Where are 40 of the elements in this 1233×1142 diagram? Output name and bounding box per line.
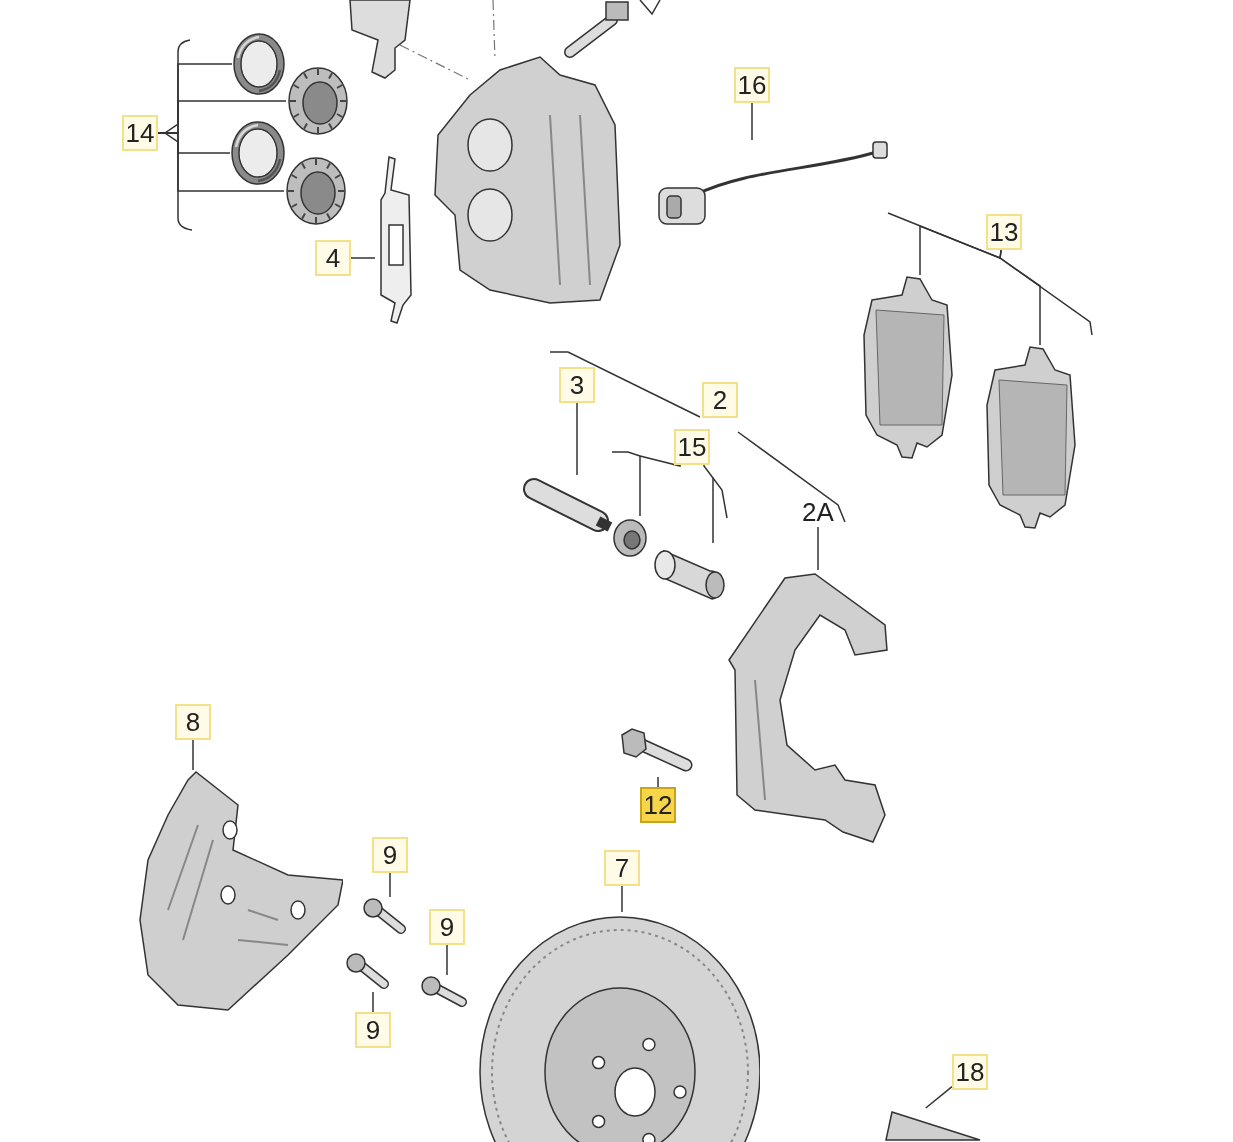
callout-number: 2A [798, 497, 838, 527]
leader-line [919, 224, 1002, 276]
screw-drawing [420, 975, 468, 1010]
callout-number: 3 [559, 367, 595, 403]
brake-pad-drawing [862, 275, 954, 460]
leader-line [576, 402, 578, 476]
leader-line [703, 464, 714, 544]
leader-line [192, 739, 194, 771]
callout-number: 9 [355, 1012, 391, 1048]
callout-number: 13 [986, 214, 1022, 250]
leader-line [389, 872, 391, 898]
leader-line [751, 102, 753, 141]
seal-ring-drawing [230, 120, 286, 186]
seal-ring-drawing [232, 32, 286, 96]
leader-line [817, 526, 819, 571]
callout-number: 9 [372, 837, 408, 873]
callout-number: 15 [674, 429, 710, 465]
callout-number: 2 [702, 382, 738, 418]
caliper-carrier-drawing [725, 570, 890, 845]
leader-line [657, 776, 659, 788]
boot-drawing [610, 516, 650, 560]
screw-drawing [362, 897, 407, 937]
callout-number: 12 [640, 787, 676, 823]
callout-number: 4 [315, 240, 351, 276]
callout-number: 7 [604, 850, 640, 886]
leader-line [350, 257, 376, 259]
leader-line [999, 249, 1041, 346]
callout-number: 18 [952, 1054, 988, 1090]
callout-number: 16 [734, 67, 770, 103]
leader-line [925, 1085, 953, 1109]
leader-line [639, 455, 681, 517]
callout-number: 14 [122, 115, 158, 151]
screw-drawing [345, 952, 390, 992]
callout-number: 8 [175, 704, 211, 740]
piston-drawing [284, 155, 348, 227]
leader-line [621, 885, 623, 913]
leader-line [372, 991, 374, 1013]
callout-number: 9 [429, 909, 465, 945]
piston-drawing [286, 65, 350, 137]
leader-line [446, 944, 448, 976]
